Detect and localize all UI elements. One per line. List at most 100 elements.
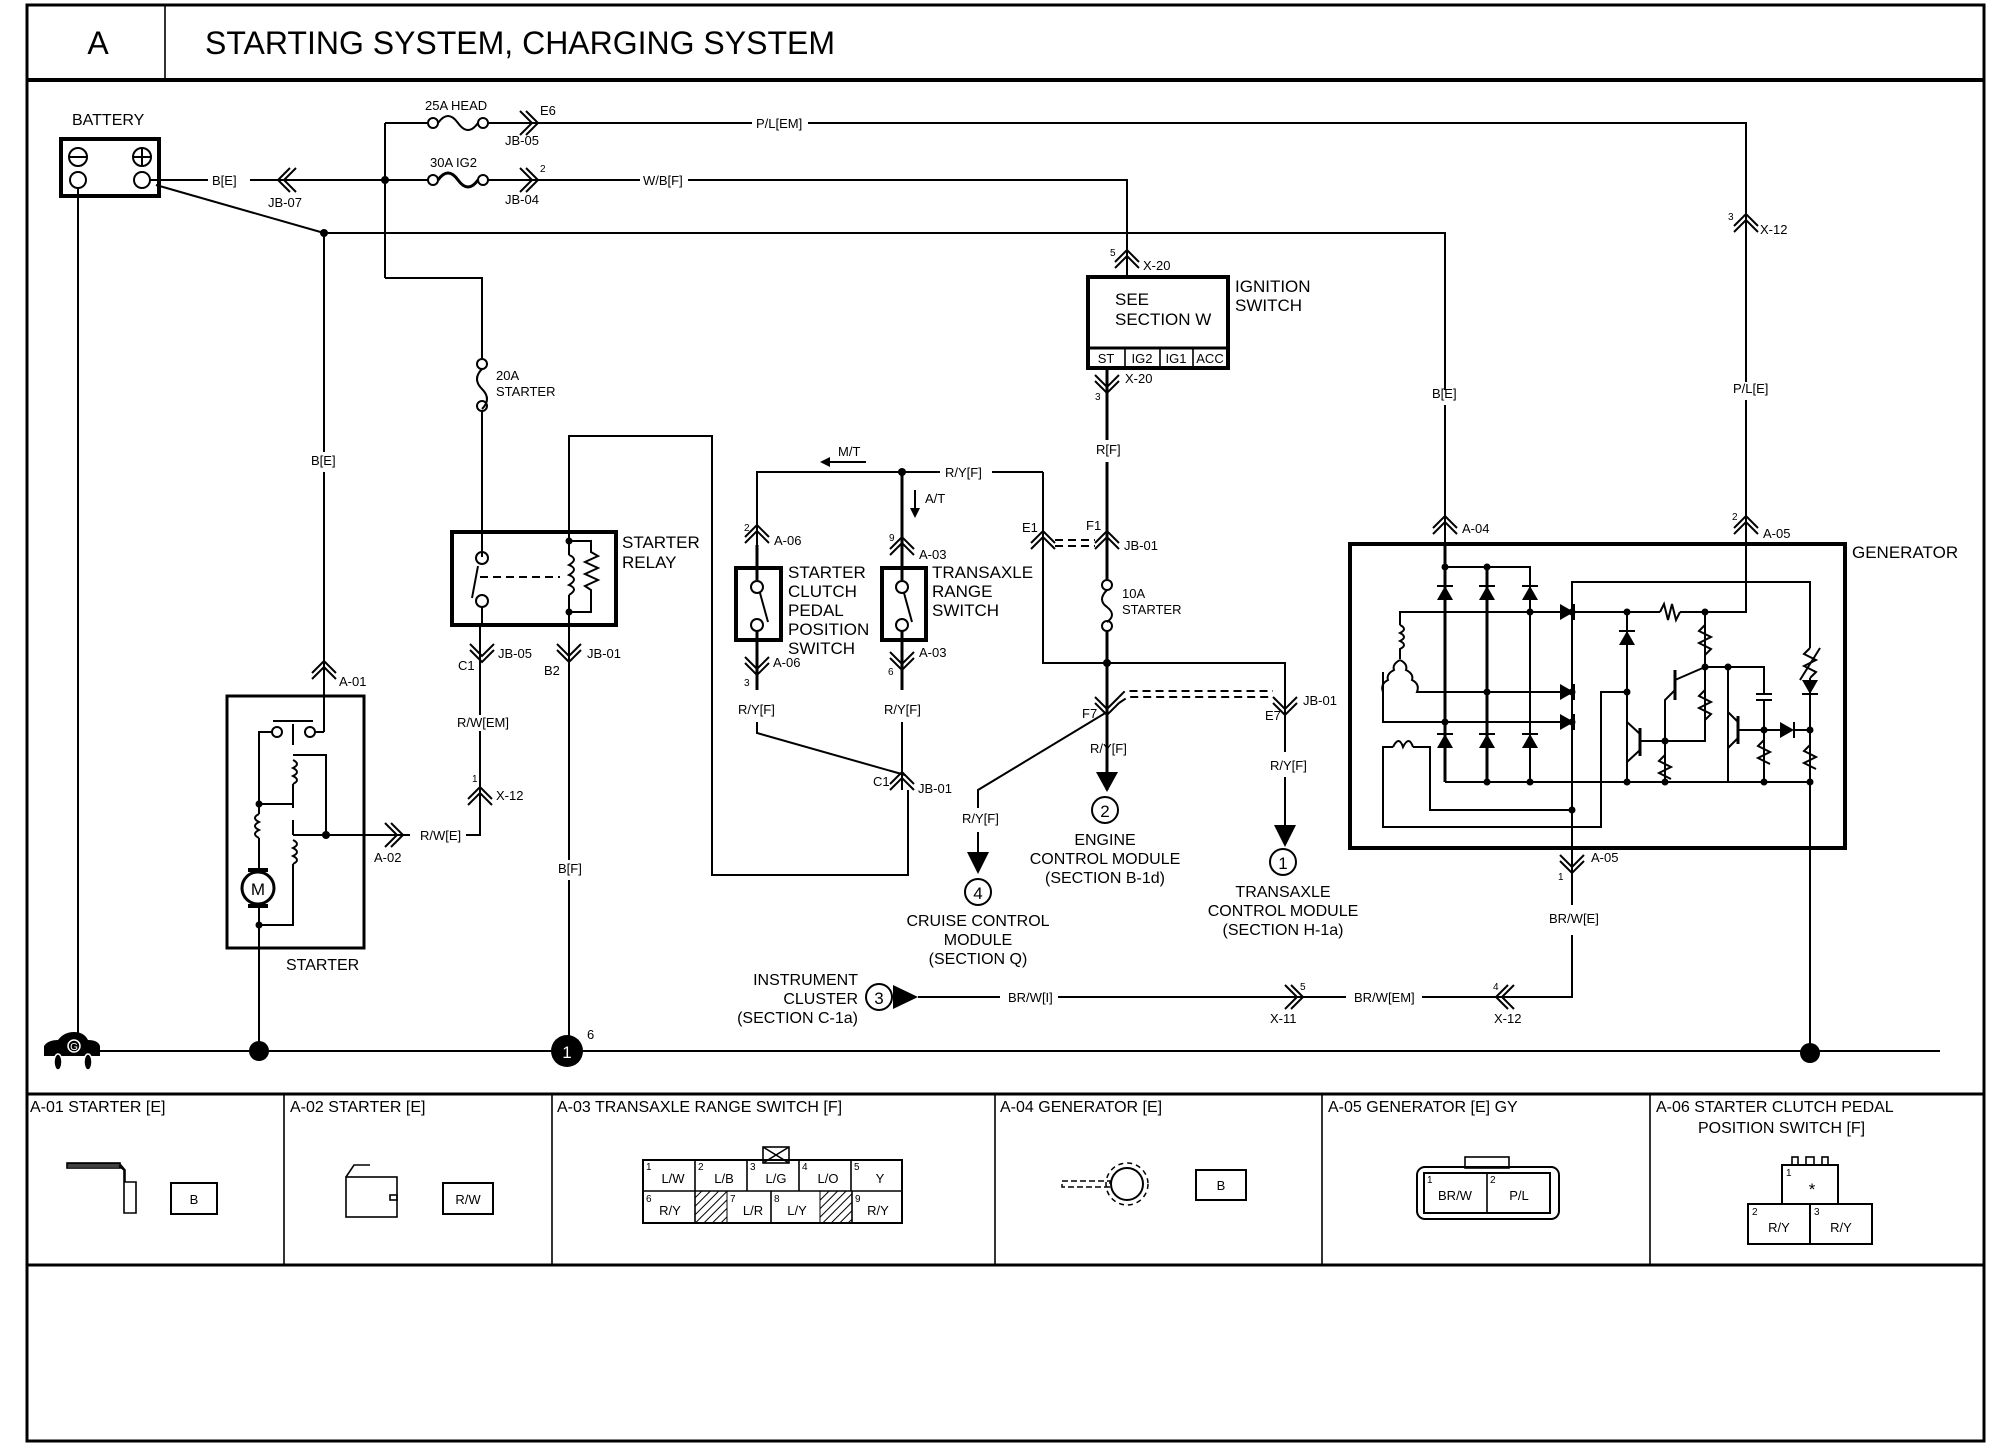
svg-text:L/Y: L/Y bbox=[787, 1203, 807, 1218]
svg-text:POSITION: POSITION bbox=[788, 620, 869, 639]
diode-icon bbox=[1479, 734, 1495, 748]
diode-icon bbox=[1522, 734, 1538, 748]
svg-text:6: 6 bbox=[587, 1027, 594, 1042]
svg-text:3: 3 bbox=[1095, 392, 1101, 403]
battery-label: BATTERY bbox=[72, 112, 145, 129]
svg-text:1: 1 bbox=[1558, 872, 1564, 883]
svg-text:C1: C1 bbox=[458, 658, 475, 673]
wire-label: B[E] bbox=[212, 173, 237, 188]
wire-ry-f-jb01 bbox=[1042, 472, 1286, 752]
svg-text:4: 4 bbox=[1493, 982, 1499, 993]
wire-label: R/Y[F] bbox=[884, 702, 921, 717]
connector-label: JB-07 bbox=[268, 195, 302, 210]
connector-a04: A-04 bbox=[1432, 514, 1489, 536]
svg-text:R/Y: R/Y bbox=[867, 1203, 889, 1218]
svg-text:(SECTION H-1a): (SECTION H-1a) bbox=[1223, 922, 1344, 939]
svg-text:L/O: L/O bbox=[818, 1171, 839, 1186]
svg-text:CLUSTER: CLUSTER bbox=[783, 991, 858, 1008]
starter-clutch-pedal-position-switch: 2 A-06 3 A-06 STARTER CLUTCH PEDAL POSIT… bbox=[734, 523, 869, 690]
svg-text:L/W: L/W bbox=[661, 1171, 685, 1186]
svg-text:6: 6 bbox=[888, 667, 894, 678]
wire-label: R/Y[F] bbox=[1270, 758, 1307, 773]
svg-text:CLUTCH: CLUTCH bbox=[788, 582, 857, 601]
svg-text:SECTION W: SECTION W bbox=[1115, 310, 1211, 329]
fuse-30a-ig2: 30A IG2 bbox=[385, 155, 489, 189]
svg-text:B2: B2 bbox=[544, 663, 560, 678]
wire-fuse-20a bbox=[385, 277, 483, 360]
svg-text:L/B: L/B bbox=[714, 1171, 734, 1186]
wire-label: B[E] bbox=[1432, 386, 1457, 401]
svg-text:STARTER: STARTER bbox=[1122, 602, 1181, 617]
svg-text:M: M bbox=[251, 880, 265, 899]
svg-text:2: 2 bbox=[1732, 512, 1738, 523]
wire-label: R/Y[F] bbox=[962, 811, 999, 826]
svg-text:3: 3 bbox=[874, 989, 883, 1008]
arrow-icon bbox=[893, 985, 918, 1009]
svg-text:9: 9 bbox=[889, 533, 895, 544]
resistor-icon bbox=[1696, 624, 1714, 656]
svg-text:3: 3 bbox=[1728, 212, 1734, 223]
connector-a05-top: 2 A-05 bbox=[1732, 512, 1790, 541]
lock-icon bbox=[762, 1146, 790, 1164]
arrow-left-icon bbox=[820, 457, 830, 467]
svg-text:SEE: SEE bbox=[1115, 290, 1149, 309]
svg-text:(SECTION C-1a): (SECTION C-1a) bbox=[737, 1010, 858, 1027]
svg-text:E6: E6 bbox=[540, 103, 556, 118]
svg-text:X-12: X-12 bbox=[1760, 222, 1787, 237]
svg-text:PEDAL: PEDAL bbox=[788, 601, 844, 620]
svg-text:4: 4 bbox=[802, 1162, 808, 1173]
svg-text:G: G bbox=[70, 1042, 78, 1053]
connector-jb01-b2: B2 JB-01 bbox=[544, 643, 621, 678]
svg-text:IGNITION: IGNITION bbox=[1235, 277, 1311, 296]
svg-text:R/Y: R/Y bbox=[1830, 1220, 1852, 1235]
svg-text:JB-01: JB-01 bbox=[587, 646, 621, 661]
svg-text:1: 1 bbox=[472, 774, 478, 785]
svg-text:RELAY: RELAY bbox=[622, 553, 677, 572]
starter: M STARTER bbox=[225, 694, 366, 1050]
svg-text:B: B bbox=[1217, 1178, 1226, 1193]
wire-label: BR/W[I] bbox=[1008, 990, 1053, 1005]
svg-text:SWITCH: SWITCH bbox=[932, 601, 999, 620]
blank-cavity bbox=[694, 1190, 728, 1224]
svg-text:3: 3 bbox=[750, 1162, 756, 1173]
wire-pl-em bbox=[808, 122, 1747, 210]
svg-text:F1: F1 bbox=[1086, 518, 1101, 533]
svg-text:(SECTION Q): (SECTION Q) bbox=[929, 951, 1028, 968]
svg-text:2: 2 bbox=[698, 1162, 704, 1173]
diode-icon bbox=[1560, 684, 1574, 700]
connector-a05-detail: A-05 GENERATOR [E] GY 1 BR/W 2 P/L bbox=[1328, 1099, 1560, 1220]
wire-label: W/B[F] bbox=[643, 173, 683, 188]
connector-x12-top: 3 X-12 bbox=[1728, 212, 1787, 237]
svg-text:STARTER: STARTER bbox=[788, 563, 866, 582]
diode-icon bbox=[1560, 714, 1574, 730]
svg-text:A/T: A/T bbox=[925, 491, 945, 506]
svg-text:TRANSAXLE: TRANSAXLE bbox=[1235, 884, 1330, 901]
svg-text:A-04: A-04 bbox=[1462, 521, 1489, 536]
engine-control-module: 2 ENGINE CONTROL MODULE (SECTION B-1d) bbox=[1030, 796, 1180, 887]
connector-x12-bot: 4 X-12 bbox=[1493, 982, 1521, 1026]
svg-text:P/L: P/L bbox=[1509, 1188, 1529, 1203]
svg-text:5: 5 bbox=[854, 1162, 860, 1173]
wire-label: R[F] bbox=[1096, 442, 1121, 457]
svg-text:A-02: A-02 bbox=[374, 850, 401, 865]
terminal-ig1: IG1 bbox=[1166, 351, 1187, 366]
instrument-cluster: 3 INSTRUMENT CLUSTER (SECTION C-1a) bbox=[737, 972, 918, 1027]
cruise-control-module: 4 CRUISE CONTROL MODULE (SECTION Q) bbox=[906, 878, 1050, 968]
svg-text:X-12: X-12 bbox=[1494, 1011, 1521, 1026]
zener-diode-icon bbox=[1780, 722, 1794, 738]
svg-text:8: 8 bbox=[774, 1194, 780, 1205]
wire-label: BR/W[E] bbox=[1549, 911, 1599, 926]
wire-label: P/L[EM] bbox=[756, 116, 802, 131]
svg-text:JB-01: JB-01 bbox=[918, 781, 952, 796]
wire-label: R/W[EM] bbox=[457, 715, 509, 730]
wire-battery-main: B[E] JB-07 bbox=[150, 167, 385, 210]
svg-text:2: 2 bbox=[1752, 1207, 1758, 1218]
svg-text:10A: 10A bbox=[1122, 586, 1145, 601]
svg-text:A-03: A-03 bbox=[919, 645, 946, 660]
svg-text:A-03: A-03 bbox=[919, 547, 946, 562]
diode-icon bbox=[1560, 604, 1574, 620]
battery-negative-icon bbox=[68, 147, 88, 189]
ground-point-1: 1 6 bbox=[551, 1027, 594, 1067]
svg-text:E1: E1 bbox=[1022, 520, 1038, 535]
svg-text:STARTER: STARTER bbox=[496, 384, 555, 399]
